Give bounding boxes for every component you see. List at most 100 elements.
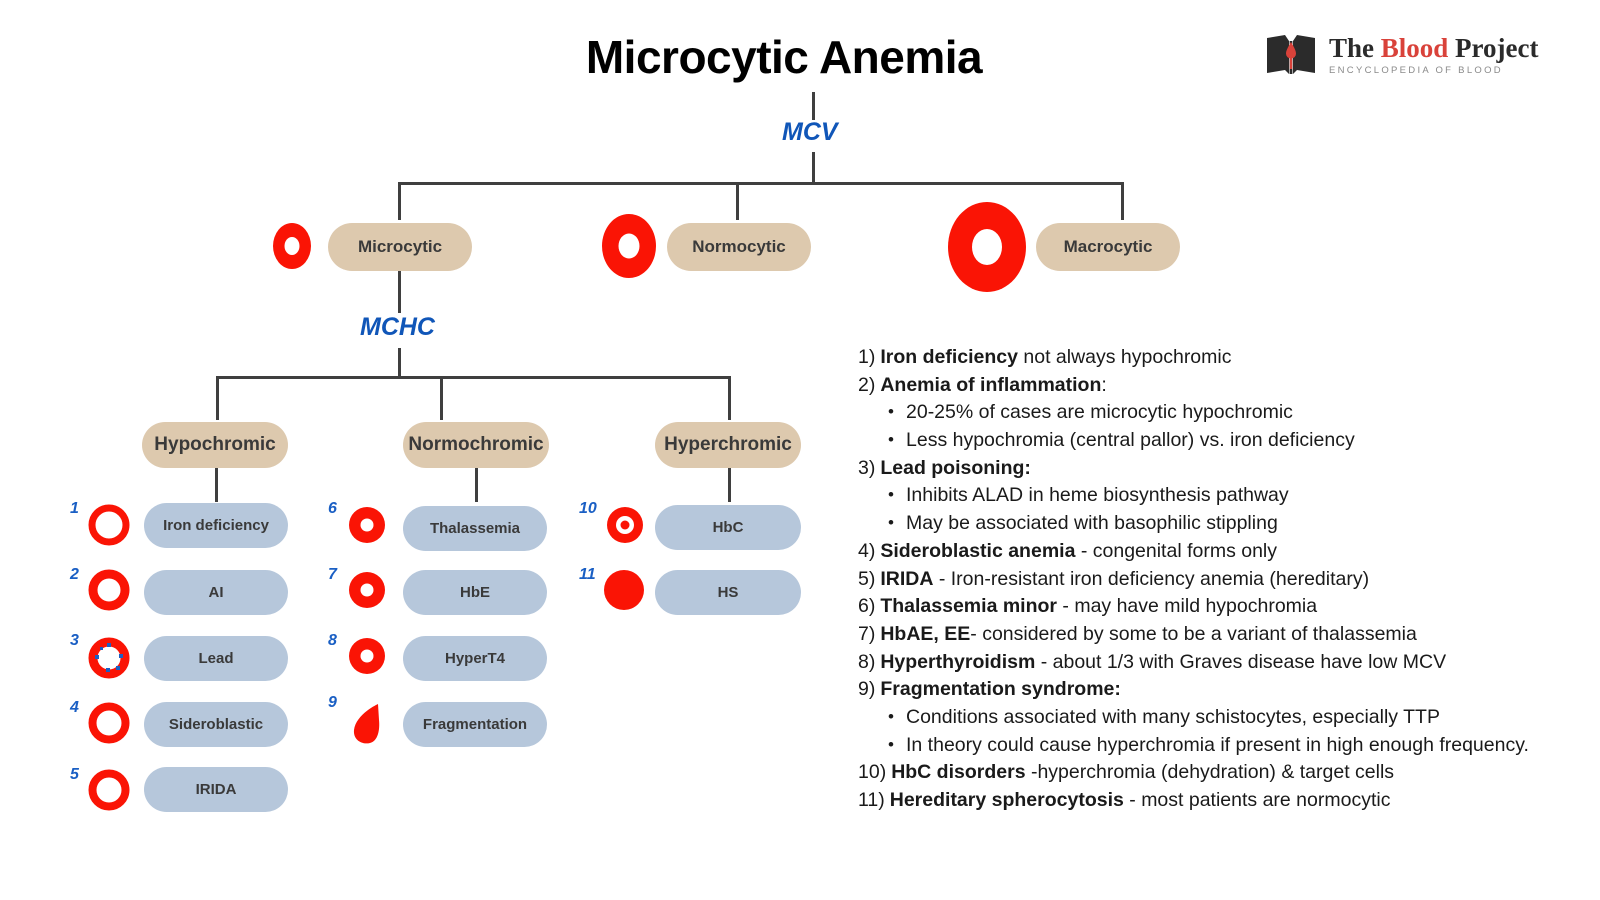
legend-sub-item-text: 20-25% of cases are microcytic hypochrom…: [906, 401, 1293, 424]
node-hyperchromic[interactable]: Hyperchromic: [655, 422, 801, 468]
leaf-index-5: 5: [70, 766, 79, 783]
legend-item-text: HbAE, EE- considered by some to be a var…: [880, 621, 1588, 649]
legend-item-text: Hyperthyroidism - about 1/3 with Graves …: [880, 649, 1588, 677]
node-microcytic-label: Microcytic: [357, 237, 443, 256]
legend-item-detail: not always hypochromic: [1017, 346, 1232, 368]
rbc-spherocyte-icon: [603, 569, 645, 611]
legend-sub-item-text: Inhibits ALAD in heme biosynthesis pathw…: [906, 484, 1289, 507]
leaf-iron-deficiency-label: Iron deficiency: [163, 517, 269, 534]
rbc-macrocytic-icon: [947, 202, 1027, 292]
connector-hyperchromic-to-leaf: [728, 468, 731, 502]
legend-sub-item-text: Conditions associated with many schistoc…: [906, 705, 1440, 728]
leaf-index-1: 1: [70, 500, 79, 517]
leaf-thalassemia-label: Thalassemia: [429, 520, 521, 537]
legend-sub-item: • Conditions associated with many schisto…: [858, 704, 1588, 732]
leaf-hbc-label: HbC: [712, 519, 744, 536]
legend-item-number: 5): [858, 567, 876, 590]
leaf-hbc[interactable]: HbC: [655, 505, 801, 550]
legend-sub-item: • Inhibits ALAD in heme biosynthesis path…: [858, 482, 1588, 510]
legend-item-detail: - considered by some to be a variant of …: [970, 622, 1417, 645]
leaf-hbe[interactable]: HbE: [403, 570, 547, 615]
leaf-ai[interactable]: AI: [144, 570, 288, 615]
legend-item-term: IRIDA: [880, 567, 934, 590]
logo-tagline: ENCYCLOPEDIA OF BLOOD: [1329, 65, 1503, 77]
legend-item-detail: :: [1101, 373, 1107, 396]
connector-tier1-bus: [398, 182, 1124, 185]
legend-item-text: Iron deficiency not always hypochromic: [880, 344, 1588, 372]
logo-word-project: Project: [1448, 32, 1539, 63]
leaf-fragmentation[interactable]: Fragmentation: [403, 702, 547, 747]
node-normocytic[interactable]: Normocytic: [667, 223, 811, 271]
logo-word-the: The: [1329, 32, 1381, 63]
legend-item-text: Lead poisoning:: [880, 455, 1588, 483]
connector-tier2-drop-hypochromic: [216, 376, 219, 420]
bullet-icon: •: [888, 430, 894, 450]
leaf-index-2: 2: [70, 566, 79, 583]
rbc-hypochromic-icon: [88, 702, 130, 744]
connector-mcv-to-bus: [812, 152, 815, 184]
bullet-icon: •: [888, 706, 894, 726]
leaf-lead-label: Lead: [198, 650, 234, 667]
leaf-lead[interactable]: Lead: [144, 636, 288, 681]
legend-item: 2)Anemia of inflammation:: [858, 372, 1588, 400]
legend-sub-item-text: In theory could cause hyperchromia if pr…: [906, 733, 1529, 756]
bullet-icon: •: [888, 485, 894, 505]
rbc-normocytic-icon: [601, 214, 657, 278]
brand-logo: The Blood Project ENCYCLOPEDIA OF BLOOD: [1265, 32, 1539, 78]
node-microcytic[interactable]: Microcytic: [328, 223, 472, 271]
leaf-sideroblastic[interactable]: Sideroblastic: [144, 702, 288, 747]
node-hypochromic[interactable]: Hypochromic: [142, 422, 288, 468]
rbc-hypochromic-icon: [88, 569, 130, 611]
rbc-hypochromic-icon: [88, 769, 130, 811]
connector-tier1-drop-macrocytic: [1121, 182, 1124, 220]
leaf-hypert4[interactable]: HyperT4: [403, 636, 547, 681]
node-normocytic-label: Normocytic: [692, 237, 786, 256]
leaf-hs-label: HS: [717, 584, 739, 601]
legend-sub-item: • In theory could cause hyperchromia if p…: [858, 732, 1588, 760]
legend-item-detail: - may have mild hypochromia: [1057, 595, 1318, 618]
connector-hypochromic-to-leaf: [215, 468, 218, 502]
legend-item-term: Iron deficiency: [880, 346, 1018, 368]
legend-item-number: 1): [858, 346, 876, 368]
node-normochromic[interactable]: Normochromic: [403, 422, 549, 468]
leaf-index-4: 4: [70, 699, 79, 716]
legend-item-number: 4): [858, 539, 876, 562]
legend-item: 6)Thalassemia minor - may have mild hypo…: [858, 593, 1588, 621]
bullet-icon: •: [888, 402, 894, 422]
leaf-index-3: 3: [70, 632, 79, 649]
bullet-icon: •: [888, 734, 894, 754]
page-title: Microcytic Anemia: [585, 31, 983, 83]
connector-tier1-drop-microcytic: [398, 182, 401, 220]
legend-item-number: 11): [858, 789, 885, 811]
rbc-normochromic-icon: [348, 506, 386, 544]
leaf-index-7: 7: [328, 566, 337, 583]
legend-item-detail: - congenital forms only: [1075, 539, 1278, 562]
leaf-index-11: 11: [579, 566, 596, 583]
leaf-irida[interactable]: IRIDA: [144, 767, 288, 812]
legend-sub-item: • 20-25% of cases are microcytic hypochro…: [858, 399, 1588, 427]
node-macrocytic[interactable]: Macrocytic: [1036, 223, 1180, 271]
rbc-normochromic-icon: [348, 637, 386, 675]
legend-item-term: HbC disorders: [891, 761, 1026, 784]
leaf-iron-deficiency[interactable]: Iron deficiency: [144, 503, 288, 548]
split-label-mchc: MCHC: [360, 313, 435, 341]
connector-normochromic-to-leaf: [475, 468, 478, 502]
bullet-icon: •: [888, 513, 894, 533]
leaf-hs[interactable]: HS: [655, 570, 801, 615]
connector-tier2-drop-hyperchromic: [728, 376, 731, 420]
rbc-microcytic-icon: [272, 223, 312, 269]
leaf-thalassemia[interactable]: Thalassemia: [403, 506, 547, 551]
legend-item-number: 2): [858, 373, 876, 396]
connector-tier1-drop-normocytic: [736, 182, 739, 220]
connector-microcytic-to-mchc: [398, 271, 401, 313]
legend-item-term: Sideroblastic anemia: [880, 539, 1076, 562]
leaf-hbe-label: HbE: [460, 584, 490, 601]
legend-item-number: 6): [858, 595, 876, 618]
legend-item: 5)IRIDA - Iron-resistant iron deficiency…: [858, 566, 1588, 594]
legend-item: 1)Iron deficiency not always hypochromic: [858, 344, 1588, 372]
leaf-ai-label: AI: [208, 584, 224, 601]
legend-item-number: 9): [858, 678, 876, 701]
connector-title-to-mcv: [812, 92, 815, 120]
legend-item-term: HbAE, EE: [880, 622, 971, 645]
split-label-mcv: MCV: [782, 118, 838, 146]
